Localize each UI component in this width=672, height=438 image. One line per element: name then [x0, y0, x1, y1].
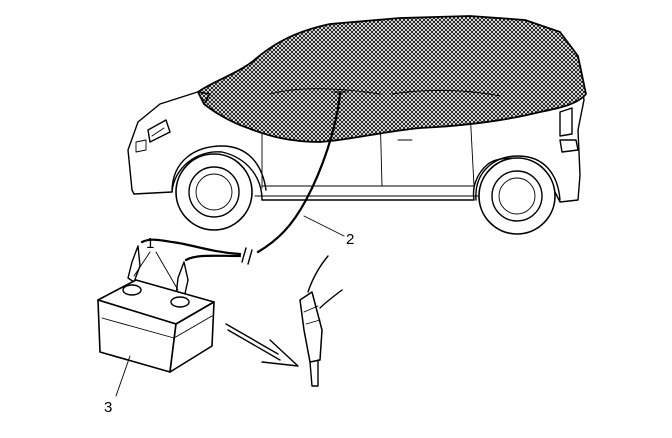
clamp-lead-red: [140, 238, 242, 256]
plug-tip: [309, 359, 319, 387]
callout-3-label: 3: [104, 399, 112, 416]
tail-lamp: [559, 107, 573, 137]
cover-corner-front: [197, 91, 211, 105]
callout-1-leader-b: [155, 251, 179, 291]
callout-3-group: 3: [104, 355, 131, 416]
callout-2-group: 2: [303, 215, 354, 248]
rear-bumper-detail: [559, 139, 579, 153]
charger-plug-closeup: [299, 255, 343, 387]
battery-side-face: [169, 301, 215, 373]
connection-arrow: [225, 323, 299, 367]
rear-wheel-arch: [475, 155, 561, 201]
rear-wheel: [478, 157, 556, 235]
cable-to-vehicle: [256, 92, 342, 254]
vehicle: [127, 17, 585, 235]
cover-fold-2: [391, 89, 501, 97]
callout-3-leader: [115, 355, 131, 397]
plug-grip-2: [305, 319, 321, 325]
battery-lid-line: [101, 315, 213, 339]
vehicle-cover: [197, 15, 587, 143]
arrow-shaft: [225, 323, 279, 355]
grille: [135, 139, 147, 153]
cable-break-mark-2: [247, 249, 253, 265]
cable-break-mark-1: [241, 247, 247, 263]
plug-body: [299, 291, 323, 363]
cover-blanket: [197, 15, 587, 143]
front-wheel-arch: [171, 145, 267, 193]
clamp-lead-black: [184, 254, 242, 262]
headlamp: [147, 119, 171, 143]
battery-assembly: [97, 245, 215, 373]
plug-grip-1: [303, 305, 319, 313]
arrow-shaft-2: [227, 329, 281, 361]
callout-2-leader: [303, 215, 345, 237]
front-wheel: [175, 153, 253, 231]
battery-post-negative: [170, 296, 190, 308]
plug-cable-1: [307, 255, 329, 293]
cover-fold-1: [269, 88, 381, 95]
plug-cable-2: [319, 289, 343, 309]
arrow-head: [261, 339, 299, 367]
callout-1-leader-a: [133, 251, 151, 277]
battery-clamp-positive: [127, 245, 141, 283]
callout-2-label: 2: [346, 231, 354, 248]
callout-1-label: 1: [146, 235, 154, 252]
headlamp-detail: [151, 127, 165, 137]
charger-cable: [140, 91, 347, 265]
battery-post-positive: [122, 284, 142, 296]
callout-1-group: 1: [133, 235, 179, 291]
